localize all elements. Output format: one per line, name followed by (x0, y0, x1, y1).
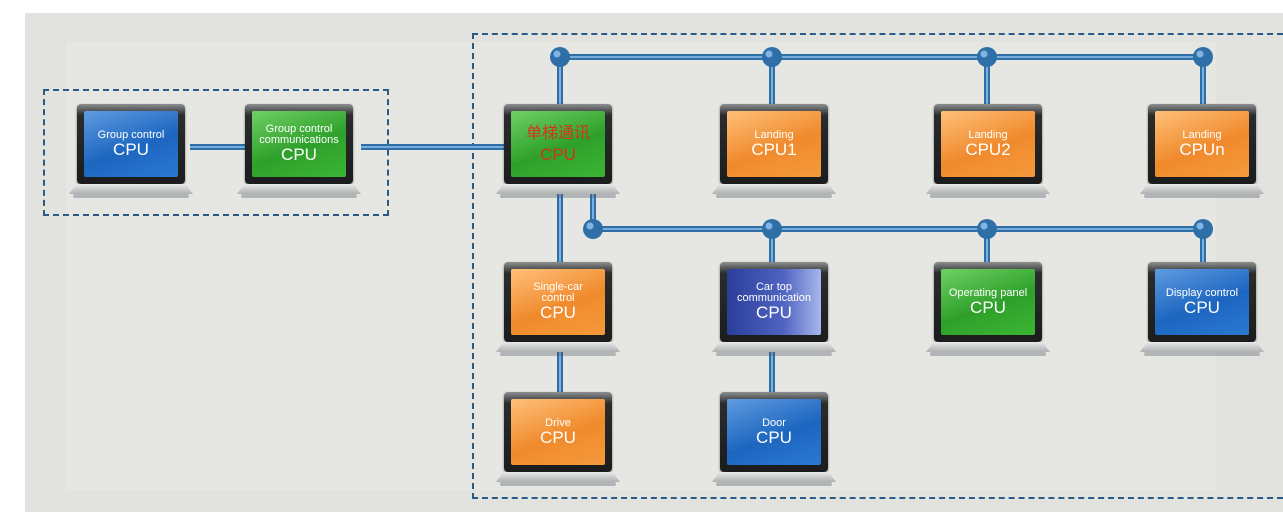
landing-cpun-screen: Landing CPUn (1155, 111, 1249, 177)
node-label: communication (737, 292, 811, 304)
node-label: Landing (754, 128, 794, 141)
node-label: Display control (1165, 286, 1239, 299)
bus-junction-node (977, 219, 997, 239)
laptop-base (712, 342, 836, 352)
bus-junction-highlight (980, 222, 988, 230)
group-comm-cpu-screen: Group control communications CPU (252, 111, 346, 177)
single-elevator-communication-cpu: 单梯通讯 CPU (496, 104, 620, 201)
node-label: Landing (968, 128, 1008, 141)
drive-cpu: Drive CPU (496, 392, 620, 489)
group-control-communications-cpu: Group control communications CPU (237, 104, 361, 201)
laptop-base (496, 184, 620, 194)
laptop-base (712, 184, 836, 194)
bus-junction-highlight (980, 50, 988, 58)
node-cpu-label: CPU (540, 144, 576, 164)
landing-cpu1-screen: Landing CPU1 (727, 111, 821, 177)
laptop-base (69, 184, 193, 194)
node-label: Operating panel (948, 286, 1028, 299)
operating-panel-cpu: Operating panel CPU (926, 262, 1050, 359)
node-cpu-label: CPU (756, 303, 792, 322)
node-cpu-label: CPU (540, 427, 576, 447)
bus-junction-highlight (765, 222, 773, 230)
bus-junction-node (1193, 219, 1213, 239)
node-cpu-label: CPU (540, 303, 576, 322)
single-elevator-comm-screen: 单梯通讯 CPU (511, 111, 605, 177)
landing-cpun: Landing CPUn (1140, 104, 1264, 201)
single-car-control-screen: Single-car control CPU (511, 269, 605, 335)
bus-junction-node (583, 219, 603, 239)
node-cpu-label: CPU (970, 297, 1006, 317)
door-cpu: Door CPU (712, 392, 836, 489)
display-control-cpu: Display control CPU (1140, 262, 1264, 359)
laptop-base (496, 472, 620, 482)
laptop-base (237, 184, 361, 194)
node-label: Single-car (533, 281, 583, 293)
drive-cpu-screen: Drive CPU (511, 399, 605, 465)
landing-cpu1: Landing CPU1 (712, 104, 836, 201)
node-cpu-label: CPU (281, 145, 317, 164)
door-cpu-screen: Door CPU (727, 399, 821, 465)
laptop-base (1140, 184, 1264, 194)
node-label: Group control (97, 128, 165, 141)
laptop-base (926, 342, 1050, 352)
bus-junction-node (762, 219, 782, 239)
node-cpu-label: CPU (756, 427, 792, 447)
car-top-communication-screen: Car top communication CPU (727, 269, 821, 335)
node-label: 单梯通讯 (525, 124, 590, 142)
node-label: communications (259, 134, 339, 146)
node-cpu-label: CPU1 (751, 139, 797, 159)
node-label: Group control (265, 123, 333, 135)
node-cpu-label: CPU (1184, 297, 1220, 317)
bus-junction-node (977, 47, 997, 67)
bus-junction-highlight (586, 222, 594, 230)
display-control-screen: Display control CPU (1155, 269, 1249, 335)
bus-junction-highlight (765, 50, 773, 58)
laptop-base (712, 472, 836, 482)
node-label: control (541, 292, 575, 304)
bus-junction-node (762, 47, 782, 67)
bus-junctions (550, 47, 1213, 239)
bus-junction-highlight (1196, 222, 1204, 230)
bus-junction-node (1193, 47, 1213, 67)
node-label: Door (762, 416, 786, 429)
bus-junction-highlight (1196, 50, 1204, 58)
operating-panel-screen: Operating panel CPU (941, 269, 1035, 335)
bus-junction-highlight (553, 50, 561, 58)
single-car-control-cpu: Single-car control CPU (496, 262, 620, 359)
node-cpu-label: CPUn (1179, 139, 1225, 159)
node-label: Landing (1182, 128, 1222, 141)
group-control-cpu-screen: Group control CPU (84, 111, 178, 177)
laptop-base (1140, 342, 1264, 352)
landing-cpu2-screen: Landing CPU2 (941, 111, 1035, 177)
node-cpu-label: CPU2 (965, 139, 1011, 159)
car-top-communication-cpu: Car top communication CPU (712, 262, 836, 359)
node-cpu-label: CPU (113, 139, 149, 159)
single-elevator-boundary (472, 33, 1283, 499)
laptop-base (926, 184, 1050, 194)
laptop-base (496, 342, 620, 352)
node-label: Drive (545, 416, 571, 429)
node-label: Car top (755, 281, 793, 293)
group-control-cpu: Group control CPU (69, 104, 193, 201)
group-control-boundary (43, 89, 389, 216)
bus-junction-node (550, 47, 570, 67)
landing-cpu2: Landing CPU2 (926, 104, 1050, 201)
